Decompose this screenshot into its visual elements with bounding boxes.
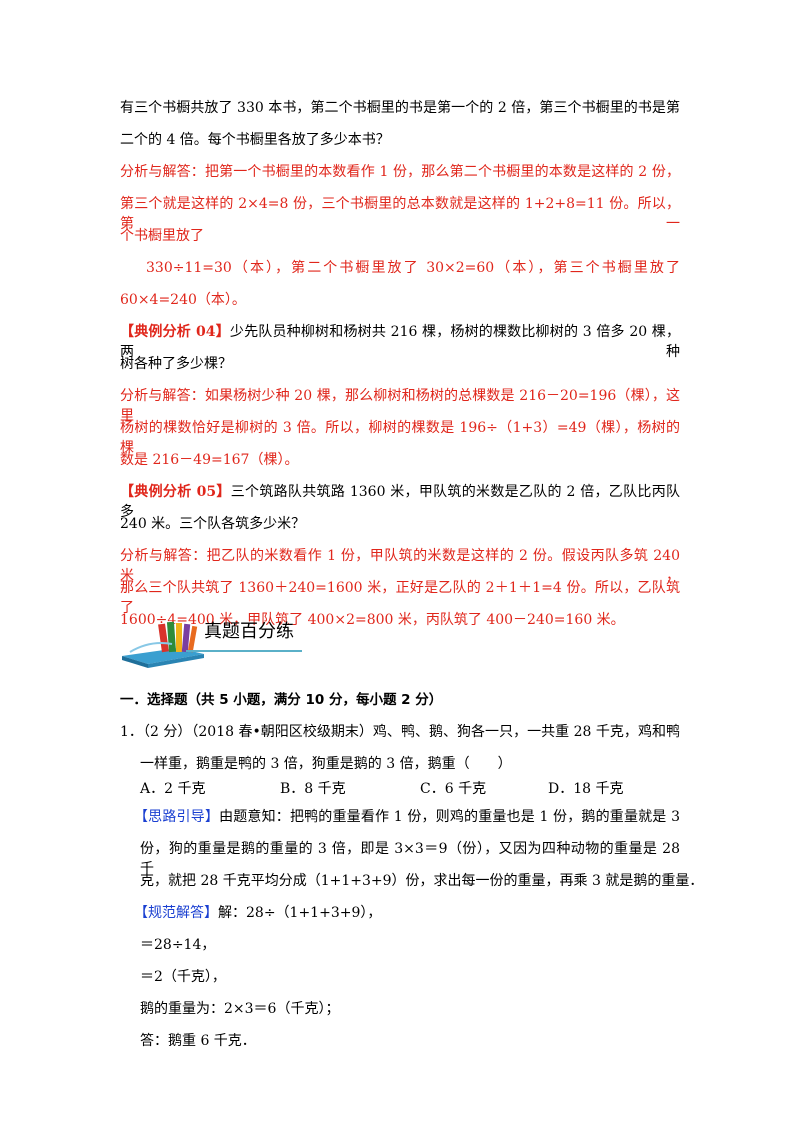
hint-line-3: 克，就把 28 千克平均分成（1+1+3+9）份，求出每一份的重量，再乘 3 就… [140,873,704,889]
problem-3-line-2: 二个的 4 倍。每个书橱里各放了多少本书？ [120,132,390,148]
example-04-text-1: 少先队员种柳树和杨树共 216 棵，杨树的棵数比柳树的 3 倍多 20 棵，两种 [120,324,680,360]
solution-line-2: ＝28÷14， [140,937,216,953]
question-1-line-2: 一样重，鹅重是鸭的 3 倍，狗重是鹅的 3 倍，鹅重（ ） [140,756,512,772]
example-04-analysis-2: 杨树的棵数恰好是柳树的 3 倍。所以，柳树的棵数是 196÷（1+3）=49（棵… [120,420,680,456]
analysis-3-line-4: 330÷11=30（本），第二个书橱里放了 30×2=60（本），第三个书橱里放… [146,260,680,276]
hint-tag: 【思路引导】 [134,809,220,825]
example-05-analysis-2: 那么三个队共筑了 1360＋240=1600 米，正好是乙队的 2＋1＋1=4 … [120,580,680,616]
example-05-tag: 【典例分析 05】 [120,484,231,500]
option-d: D．18 千克 [548,781,624,797]
option-c: C．6 千克 [420,781,487,797]
example-04-line-2: 树各种了多少棵？ [120,356,232,372]
example-04-line-1: 【典例分析 04】少先队员种柳树和杨树共 216 棵，杨树的棵数比柳树的 3 倍… [120,322,680,362]
section-title: 真题百分练 [204,621,294,642]
solution-line-1: 【规范解答】解：28÷（1+1+3+9）， [134,903,694,923]
analysis-3-line-3: 个书橱里放了 [120,228,204,244]
example-04-analysis-1: 分析与解答：如果杨树少种 20 棵，那么柳树和杨树的总棵数是 216－20=19… [120,388,680,424]
analysis-3-line-2: 第三个就是这样的 2×4=8 份，三个书橱里的总本数就是这样的 1+2+8=11… [120,196,680,232]
books-icon [122,621,204,668]
example-05-line-2: 240 米。三个队各筑多少米？ [120,516,306,532]
example-05-text-1: 三个筑路队共筑路 1360 米，甲队筑的米数是乙队的 2 倍，乙队比丙队多 [120,484,680,520]
example-05-analysis-3: 1600÷4=400 米，甲队筑了 400×2=800 米，丙队筑了 400－2… [120,612,625,628]
section-title-rule [186,650,302,652]
hint-line-2: 份，狗的重量是鹅的重量的 3 倍，即是 3×3＝9（份），又因为四种动物的重量是… [140,841,680,877]
example-05-line-1: 【典例分析 05】三个筑路队共筑路 1360 米，甲队筑的米数是乙队的 2 倍，… [120,482,680,522]
option-a: A．2 千克 [140,781,206,797]
solution-line-4: 鹅的重量为：2×3＝6（千克）； [140,1001,340,1017]
analysis-3-line-1: 分析与解答：把第一个书橱里的本数看作 1 份，那么第二个书橱里的本数是这样的 2… [120,164,680,180]
analysis-3-line-5: 60×4=240（本）。 [120,292,246,308]
example-05-analysis-1: 分析与解答：把乙队的米数看作 1 份，甲队筑的米数是这样的 2 份。假设丙队多筑… [120,548,680,584]
problem-3-line-1: 有三个书橱共放了 330 本书，第二个书橱里的书是第一个的 2 倍，第三个书橱里… [120,100,680,116]
question-1-line-1: 1．（2 分）（2018 春•朝阳区校级期末）鸡、鸭、鹅、狗各一只，一共重 28… [120,724,680,740]
solution-tag: 【规范解答】 [134,905,218,921]
example-04-analysis-3: 数是 216－49=167（棵）。 [120,452,299,468]
hint-line-1: 【思路引导】由题意知：把鸭的重量看作 1 份，则鸡的重量也是 1 份，鹅的重量就… [134,807,680,827]
hint-text-1: 由题意知：把鸭的重量看作 1 份，则鸡的重量也是 1 份，鹅的重量就是 3 [219,809,680,825]
solution-line-3: ＝2（千克）， [140,969,226,985]
part-1-heading: 一．选择题（共 5 小题，满分 10 分，每小题 2 分） [120,692,443,708]
solution-line-5: 答：鹅重 6 千克． [140,1033,256,1049]
option-b: B．8 千克 [280,781,346,797]
solution-text-1: 解：28÷（1+1+3+9）， [218,905,382,921]
example-04-tag: 【典例分析 04】 [120,324,230,340]
